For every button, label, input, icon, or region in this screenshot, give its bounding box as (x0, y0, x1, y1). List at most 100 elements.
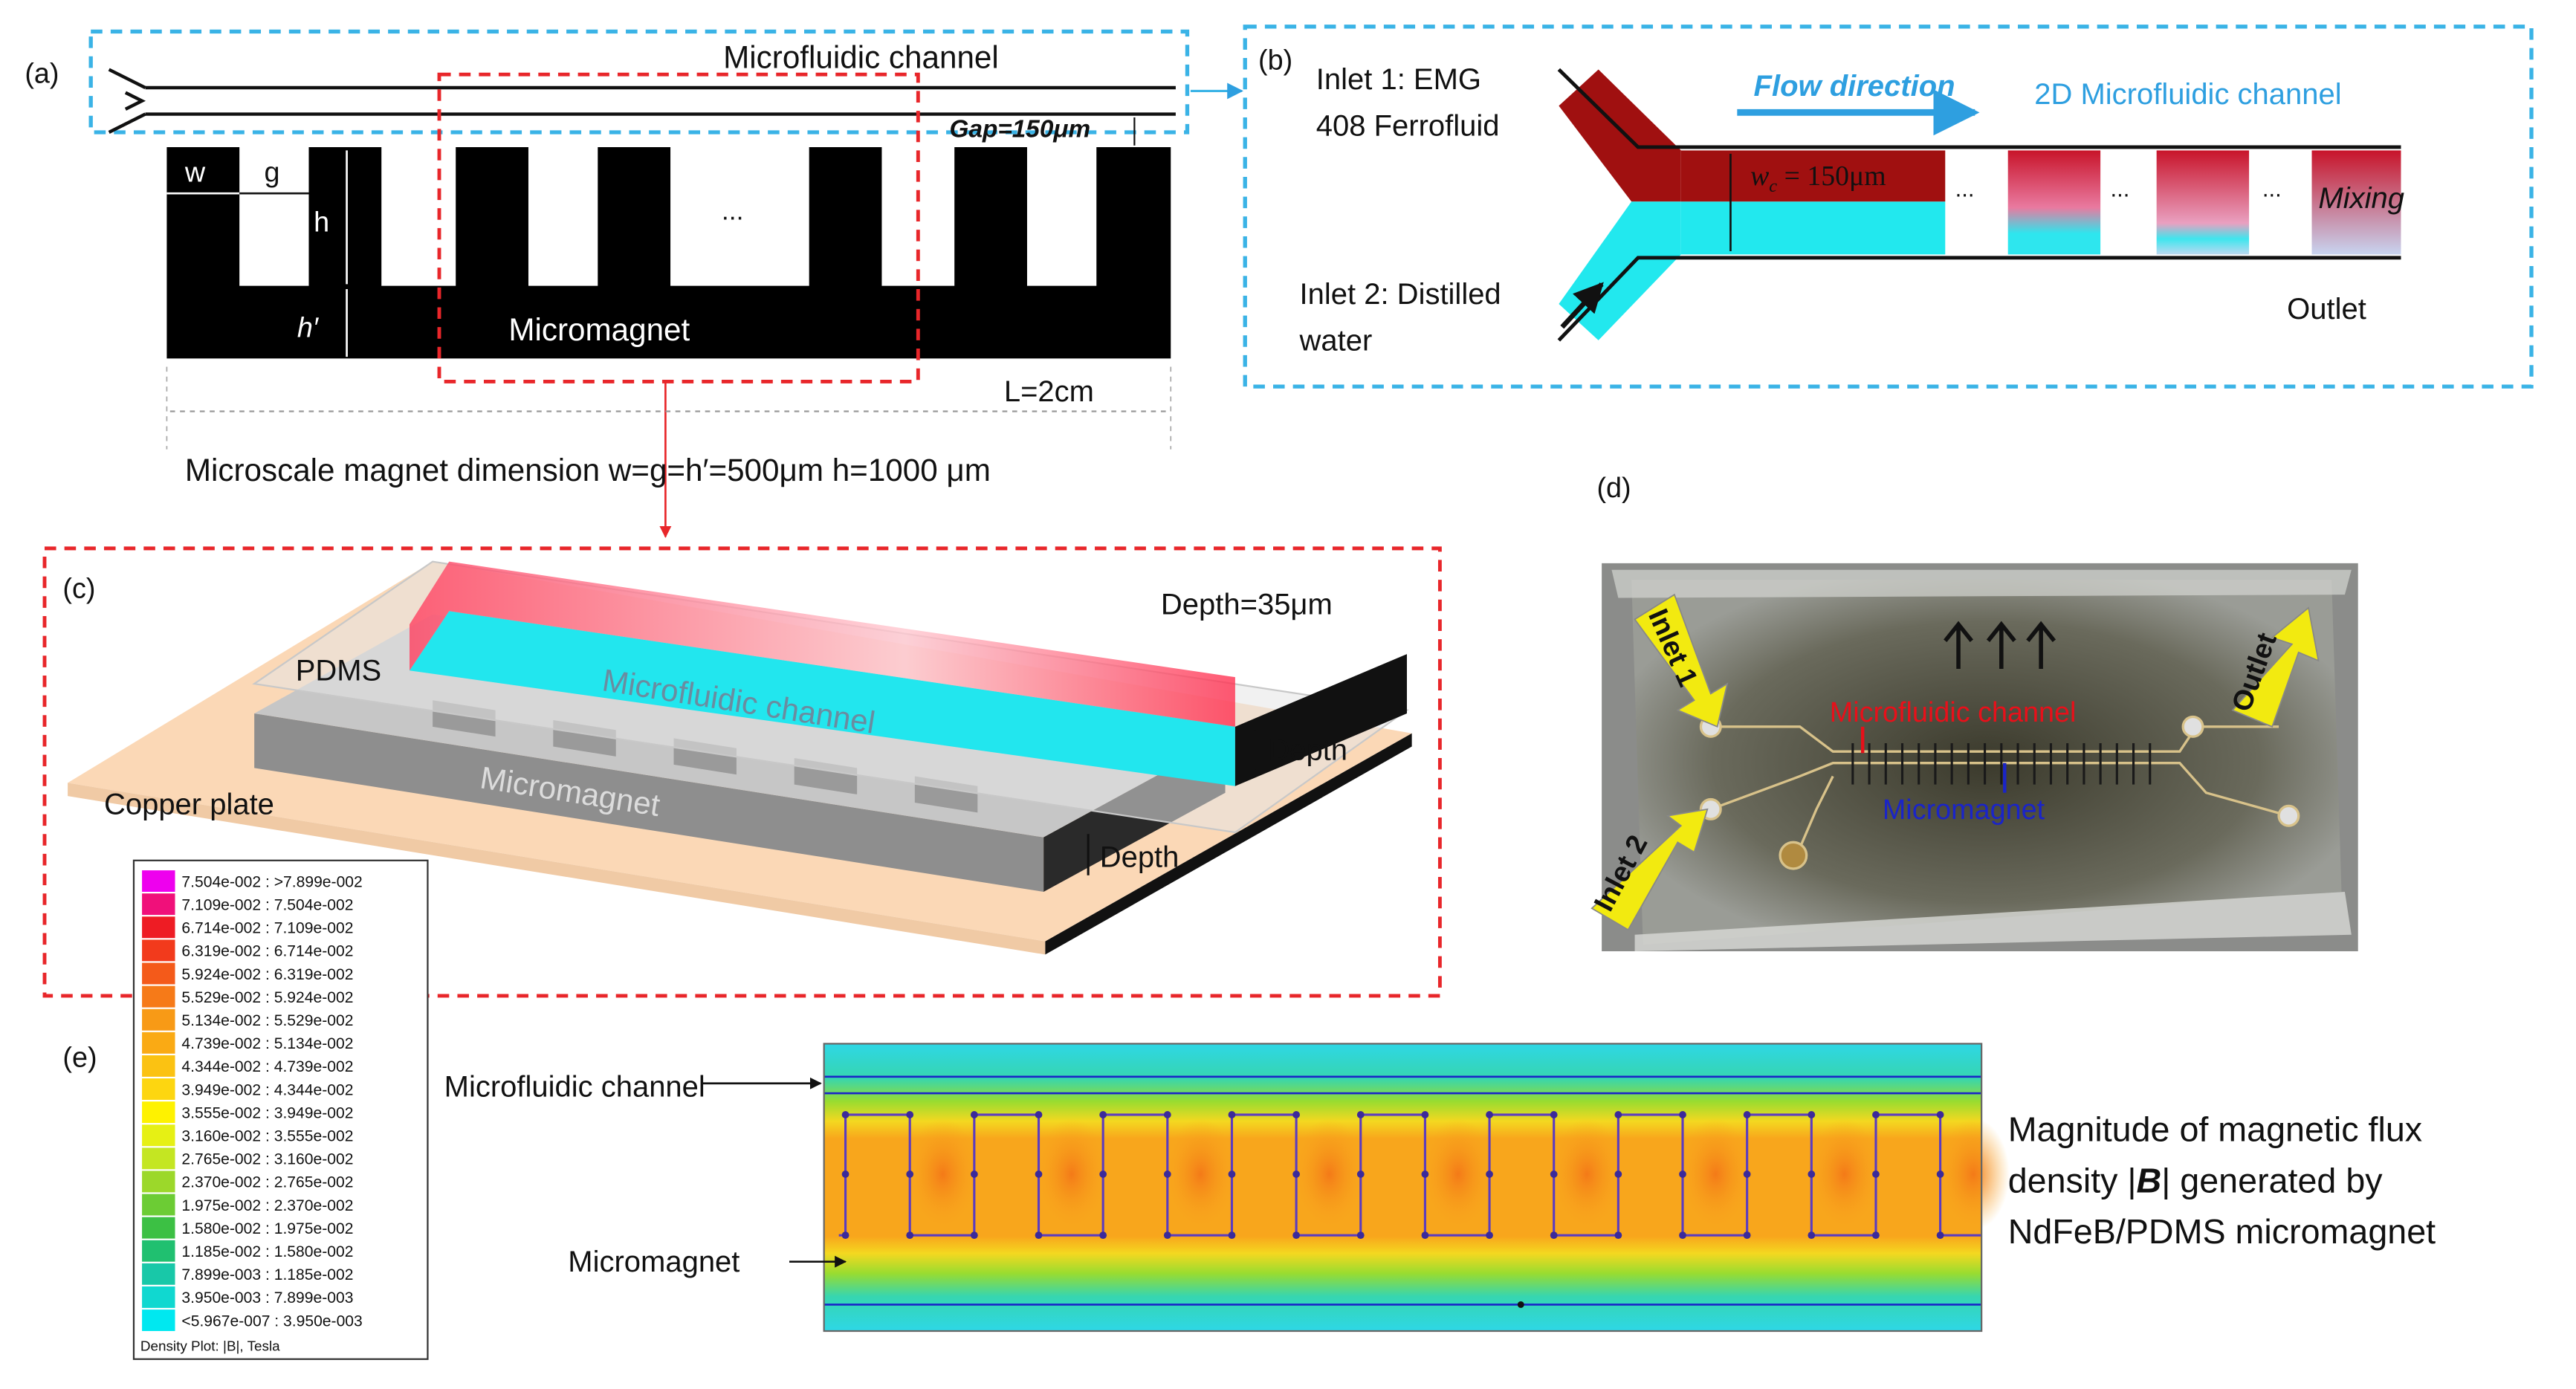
mixing-segment-3 (2311, 150, 2401, 255)
panel-d: (d) (1588, 473, 2358, 951)
channel-highlight-box (88, 29, 1190, 135)
micromagnet-vertex (1808, 1231, 1816, 1240)
micromagnet-vertex (1486, 1111, 1493, 1118)
legend-swatch (142, 1008, 175, 1031)
panel-c-frame (42, 546, 1442, 998)
water-stream (1680, 201, 1946, 255)
micromagnet-vertex (1550, 1111, 1558, 1118)
width-value: = 150μm (1777, 161, 1886, 192)
legend-swatch (142, 962, 175, 985)
legend-range-label: 4.344e-002 : 4.739e-002 (181, 1058, 353, 1075)
micromagnet-vertex (1486, 1231, 1493, 1240)
depth-label-lower: Depth (1100, 841, 1179, 874)
dimension-annotations (166, 150, 348, 357)
comb-micromagnet (166, 146, 1171, 359)
copper-plate-front (68, 783, 1046, 955)
w-label: w (184, 158, 206, 189)
micromagnet-vertex (1679, 1111, 1686, 1118)
description-line2-post: | generated by (2161, 1161, 2383, 1199)
panel-a: (a) Microfluidic channel Gap=150μm ... w… (25, 29, 1190, 538)
legend-range-label: 1.975e-002 : 2.370e-002 (181, 1197, 353, 1214)
micromagnet-vertex (1035, 1111, 1043, 1118)
water-inflow-arrow (1560, 282, 1604, 329)
description-line2: density |B| generated by (2008, 1161, 2384, 1199)
pdms-label: PDMS (296, 655, 382, 687)
legend-swatch (142, 893, 175, 916)
micromagnet-vertex (970, 1171, 978, 1178)
legend-swatch (142, 916, 175, 939)
description-line3: NdFeB/PDMS micromagnet (2008, 1212, 2436, 1251)
channel-3d-end (1234, 654, 1407, 786)
legend-range-label: 4.739e-002 : 5.134e-002 (181, 1035, 353, 1052)
depth-label-upper: Depth (1268, 734, 1347, 766)
legend-range-label: 2.765e-002 : 3.160e-002 (181, 1151, 353, 1168)
micromagnet-vertex (970, 1231, 978, 1240)
legend-swatch (142, 1078, 175, 1100)
micromagnet-vertex (1356, 1111, 1365, 1118)
inlet2-line2: water (1299, 324, 1373, 357)
micromagnet-vertex (1228, 1231, 1236, 1240)
micromagnet-vertex (1421, 1111, 1429, 1118)
chip-arrow-marks (1944, 621, 2056, 670)
ferrofluid-inlet (1559, 69, 1681, 202)
micromagnet-vertex (1679, 1171, 1686, 1178)
zoom-region-box (437, 72, 920, 383)
micromagnet-vertex (1743, 1231, 1751, 1240)
micromagnet-vertex (970, 1111, 978, 1118)
legend-footer: Density Plot: |B|, Tesla (140, 1339, 280, 1355)
legend-swatch (142, 1217, 175, 1239)
panel-b-frame (1243, 25, 2534, 389)
micromagnet-vertex (1614, 1171, 1622, 1178)
micromagnet-vertex (1292, 1231, 1300, 1240)
micromagnet-outline (838, 1113, 1982, 1237)
field-hotspot (1550, 1118, 1624, 1231)
legend-range-label: 1.580e-002 : 1.975e-002 (181, 1220, 353, 1237)
micromagnet-vertex (1163, 1231, 1171, 1240)
micromagnet-vertex (1228, 1111, 1236, 1118)
micromagnet-vertex (1936, 1171, 1944, 1178)
legend-swatch (142, 1286, 175, 1308)
panel-b-label: (b) (1258, 45, 1292, 77)
micromagnet-block-front (254, 713, 1044, 893)
depth-title: Depth=35μm (1161, 589, 1333, 621)
micromagnet-vertex (906, 1171, 914, 1178)
micromagnet-vertex (1872, 1231, 1880, 1240)
field-hotspot (1035, 1118, 1108, 1231)
field-hotspot (1164, 1118, 1237, 1231)
width-subscript: c (1769, 176, 1777, 196)
micromagnet-vertex (841, 1231, 850, 1240)
micromagnet-vertex (1292, 1111, 1300, 1118)
field-hotspot (1292, 1118, 1366, 1231)
micromagnet-vertex (1163, 1171, 1171, 1178)
mixing-segment-1 (2007, 150, 2101, 255)
description-b-symbol: B (2137, 1161, 2162, 1199)
channel-schematic (108, 68, 1176, 134)
channel-3d-top (410, 561, 1235, 727)
legend-swatch (142, 1171, 175, 1193)
panel-c-label: (c) (62, 574, 95, 605)
field-hotspot (1421, 1118, 1495, 1231)
micromagnet-vertex (1099, 1171, 1107, 1178)
description-line2-pre: density | (2008, 1161, 2137, 1199)
micromagnet-vertex (1292, 1171, 1300, 1178)
panel-b: (b) Inlet 1: EMG 408 Ferrofluid Flow dir… (1243, 25, 2534, 389)
ellipsis-b-2: ... (2110, 176, 2129, 202)
inlet2-line1: Inlet 2: Distilled (1300, 278, 1501, 311)
micromagnet-vertex (1099, 1231, 1107, 1240)
micromagnet-vertex (1743, 1111, 1751, 1118)
inlet1-line1: Inlet 1: EMG (1316, 63, 1481, 96)
length-label: L=2cm (1004, 375, 1094, 408)
panel-a-label: (a) (25, 58, 59, 89)
channel-title-b: 2D Microfluidic channel (2034, 78, 2341, 111)
legend-range-label: 5.924e-002 : 6.319e-002 (181, 966, 353, 983)
inlet1-line2: 408 Ferrofluid (1316, 109, 1500, 142)
mixing-label: Mixing (2318, 182, 2404, 215)
legend-swatch (142, 939, 175, 962)
micromagnet-vertex (1679, 1231, 1686, 1240)
micromagnet-vertex (1163, 1111, 1171, 1118)
panel-e-label: (e) (62, 1043, 97, 1074)
legend-swatch (142, 1194, 175, 1216)
micromagnet-label-a: Micromagnet (508, 312, 690, 347)
micromagnet-vertex (1936, 1231, 1944, 1240)
